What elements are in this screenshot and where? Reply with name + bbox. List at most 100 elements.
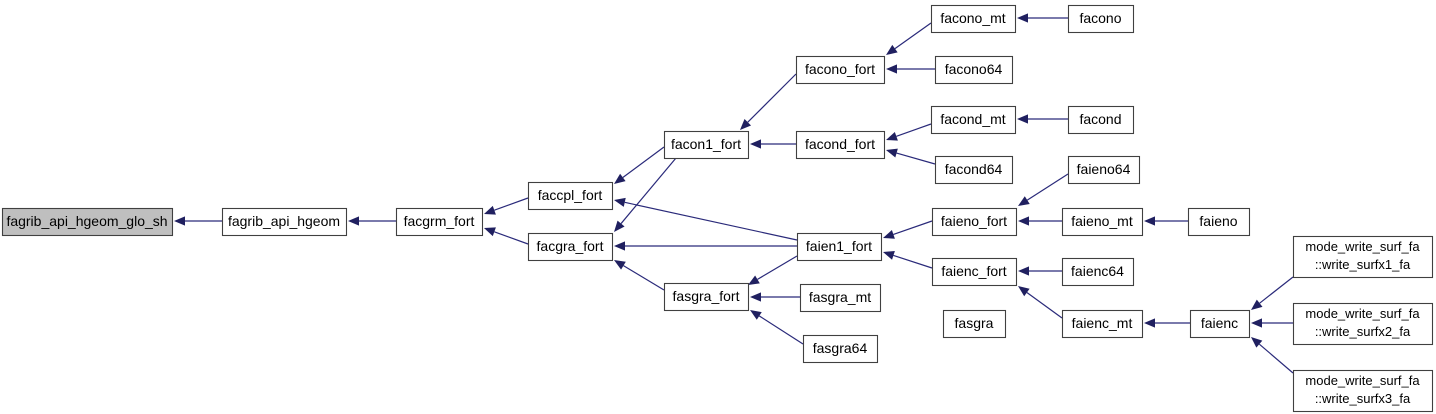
graph-node-facgra_fort[interactable]: facgra_fort	[527, 232, 614, 262]
node-box[interactable]	[934, 155, 1014, 185]
graph-node-facono64[interactable]: facono64	[934, 55, 1014, 85]
graph-node-facono_mt[interactable]: facono_mt	[930, 4, 1017, 34]
graph-node-facond64[interactable]: facond64	[934, 155, 1014, 185]
arrow-head-icon	[348, 216, 359, 226]
graph-node-facond[interactable]: facond	[1067, 105, 1135, 135]
graph-node-faieno_fort[interactable]: faieno_fort	[931, 207, 1018, 237]
node-box[interactable]	[1292, 235, 1434, 279]
node-box[interactable]	[1061, 207, 1144, 237]
edge-facon1_fort-to-facgra_fort	[614, 157, 677, 232]
graph-node-faienc_fort[interactable]: faienc_fort	[931, 257, 1018, 287]
edge-fagrib_api_hgeom-to-fagrib_api_hgeom_glo_sh	[174, 216, 222, 226]
graph-node-faieno[interactable]: faieno	[1187, 207, 1251, 237]
node-box[interactable]	[799, 283, 882, 313]
node-box[interactable]	[1292, 369, 1434, 413]
node-box[interactable]	[930, 105, 1017, 135]
graph-node-write_surfx3_fa[interactable]: mode_write_surf_fa::write_surfx3_fa	[1292, 369, 1434, 413]
node-box[interactable]	[1187, 207, 1251, 237]
edge-facgra_fort-to-facgrm_fort	[484, 227, 529, 245]
node-box[interactable]	[931, 207, 1018, 237]
graph-node-facond_mt[interactable]: facond_mt	[930, 105, 1017, 135]
graph-node-facono_fort[interactable]: facono_fort	[795, 55, 886, 85]
node-box[interactable]	[1, 207, 174, 237]
graph-node-faien1_fort[interactable]: faien1_fort	[796, 232, 883, 262]
node-box[interactable]	[795, 55, 886, 85]
graph-node-faieno_mt[interactable]: faieno_mt	[1061, 207, 1144, 237]
graph-node-facgrm_fort[interactable]: facgrm_fort	[395, 207, 484, 237]
node-box[interactable]	[934, 55, 1014, 85]
node-box[interactable]	[1292, 302, 1434, 346]
edge-facono_fort-to-facon1_fort	[740, 73, 797, 130]
graph-node-facon1_fort[interactable]: facon1_fort	[663, 130, 750, 160]
edge-write_surfx1_fa-to-faienc	[1251, 276, 1294, 310]
edge-facond64-to-facond_fort	[886, 148, 936, 165]
arrow-head-icon	[1018, 266, 1029, 276]
edge-line	[623, 265, 665, 291]
edge-line	[1026, 291, 1063, 319]
graph-node-fasgra64[interactable]: fasgra64	[802, 334, 879, 364]
graph-node-faienc_mt[interactable]: faienc_mt	[1061, 309, 1144, 339]
edge-line	[494, 231, 529, 245]
node-box[interactable]	[930, 4, 1017, 34]
node-box[interactable]	[1061, 309, 1144, 339]
node-box[interactable]	[663, 282, 750, 312]
graph-node-faccpl_fort[interactable]: faccpl_fort	[527, 181, 614, 211]
arrow-head-icon	[886, 44, 898, 55]
node-box[interactable]	[221, 207, 348, 237]
node-box[interactable]	[527, 181, 614, 211]
arrow-head-icon	[886, 131, 898, 141]
edge-faien1_fort-to-facgra_fort	[614, 241, 797, 251]
graph-node-fasgra_mt[interactable]: fasgra_mt	[799, 283, 882, 313]
graph-node-faieno64[interactable]: faieno64	[1067, 155, 1141, 185]
arrow-head-icon	[740, 118, 752, 130]
edge-line	[893, 254, 933, 269]
node-box[interactable]	[1061, 257, 1135, 287]
edges-layer	[174, 13, 1294, 374]
arrow-head-icon	[614, 260, 626, 270]
edge-line	[896, 123, 932, 137]
node-box[interactable]	[796, 232, 883, 262]
node-box[interactable]	[942, 309, 1007, 339]
edge-line	[494, 197, 529, 211]
node-box[interactable]	[795, 130, 886, 160]
graph-node-facono[interactable]: facono	[1067, 4, 1135, 34]
edge-faienc-to-faienc_mt	[1144, 318, 1190, 328]
node-box[interactable]	[1067, 105, 1135, 135]
edge-facono-to-facono_mt	[1017, 13, 1068, 23]
edge-write_surfx2_fa-to-faienc	[1251, 318, 1293, 328]
edge-facond-to-facond_mt	[1017, 114, 1068, 124]
edge-facon1_fort-to-faccpl_fort	[614, 146, 665, 184]
graph-node-fasgra_fort[interactable]: fasgra_fort	[663, 282, 750, 312]
node-box[interactable]	[395, 207, 484, 237]
arrow-head-icon	[1018, 286, 1030, 297]
graph-node-fasgra[interactable]: fasgra	[942, 309, 1007, 339]
arrow-head-icon	[614, 197, 626, 207]
node-box[interactable]	[1067, 155, 1141, 185]
graph-node-write_surfx2_fa[interactable]: mode_write_surf_fa::write_surfx2_fa	[1292, 302, 1434, 346]
node-box[interactable]	[663, 130, 750, 160]
arrow-head-icon	[883, 251, 895, 260]
graph-node-faienc[interactable]: faienc	[1189, 309, 1251, 339]
graph-node-fagrib_api_hgeom_glo_sh[interactable]: fagrib_api_hgeom_glo_sh	[1, 207, 174, 237]
node-box[interactable]	[931, 257, 1018, 287]
graph-node-write_surfx1_fa[interactable]: mode_write_surf_fa::write_surfx1_fa	[1292, 235, 1434, 279]
arrow-head-icon	[748, 275, 760, 285]
graph-node-facond_fort[interactable]: facond_fort	[795, 130, 886, 160]
node-box[interactable]	[802, 334, 879, 364]
node-box[interactable]	[1189, 309, 1251, 339]
edge-line	[757, 255, 798, 280]
arrow-head-icon	[484, 205, 496, 215]
node-box[interactable]	[1067, 4, 1135, 34]
arrow-head-icon	[886, 64, 897, 74]
graph-node-faienc64[interactable]: faienc64	[1061, 257, 1135, 287]
graph-node-fagrib_api_hgeom[interactable]: fagrib_api_hgeom	[221, 207, 348, 237]
node-box[interactable]	[527, 232, 614, 262]
arrow-head-icon	[614, 241, 625, 251]
edge-write_surfx3_fa-to-faienc	[1251, 337, 1294, 374]
edge-line	[624, 201, 798, 241]
edge-facond_mt-to-facond_fort	[886, 123, 932, 141]
arrow-head-icon	[1017, 13, 1028, 23]
